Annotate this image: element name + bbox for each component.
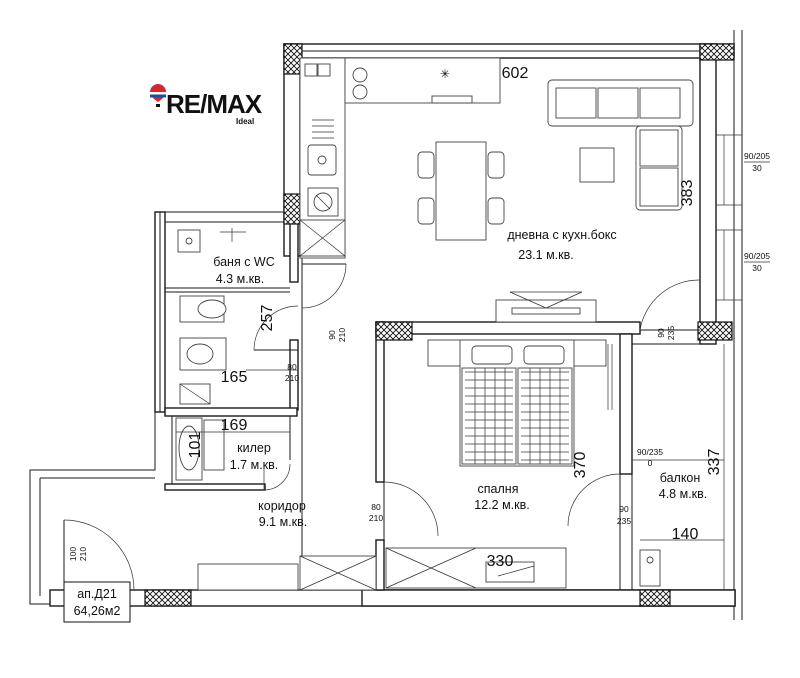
- dim-101: 101: [187, 432, 204, 459]
- kitchen-counter: ✳: [299, 57, 501, 259]
- balc-window-top: 90/235: [637, 447, 663, 457]
- corridor-area: 9.1 м.кв.: [259, 515, 308, 529]
- closet-area: 1.7 м.кв.: [230, 458, 279, 472]
- dim-257: 257: [259, 305, 276, 332]
- bath-door-top: 80: [287, 362, 297, 372]
- dim-140: 140: [672, 526, 699, 543]
- columns: [144, 43, 735, 607]
- entry-door-top: 100: [68, 547, 78, 561]
- closet-fixtures: [175, 417, 291, 491]
- apartment-area: 64,26м2: [74, 604, 121, 618]
- bed-door-top: 80: [371, 502, 381, 512]
- sofa: [547, 79, 694, 211]
- win1-top: 90/205: [744, 151, 770, 161]
- balcony-fixture: [639, 549, 661, 587]
- bath-name: баня с WC: [213, 255, 275, 269]
- dim-602: 602: [502, 65, 529, 82]
- win2-top: 90/205: [744, 251, 770, 261]
- logo-subtext: Ideal: [236, 117, 254, 126]
- bathroom-fixtures: [177, 228, 246, 405]
- entry-door-bot: 210: [78, 547, 88, 561]
- svg-text:✳: ✳: [440, 67, 450, 81]
- dimension-labels: 602 383 257 165 169 101 370 337 140 330: [187, 65, 723, 570]
- door-window-labels: 90/205 30 90/205 30 90 210 90 235 80 210…: [68, 151, 770, 561]
- room-labels: дневна с кухн.бокс 23.1 м.кв. баня с WC …: [213, 228, 707, 529]
- balc-door-top: 90: [619, 504, 629, 514]
- doors: [63, 263, 701, 591]
- dim-165: 165: [221, 369, 248, 386]
- living-area: 23.1 м.кв.: [518, 248, 573, 262]
- dimension-lines: [176, 369, 724, 541]
- bedroom-name: спалня: [478, 482, 519, 496]
- corridor-name: коридор: [258, 499, 306, 513]
- dim-383: 383: [679, 180, 696, 207]
- apartment-id-box: ап.Д21 64,26м2: [63, 581, 131, 623]
- tv-unit: [495, 291, 597, 323]
- bed-door-bot: 210: [369, 513, 383, 523]
- bedroom-area: 12.2 м.кв.: [474, 498, 529, 512]
- win2-bot: 30: [752, 263, 762, 273]
- balc-window-bot: 0: [648, 458, 653, 468]
- remax-logo: RE/MAX Ideal: [150, 84, 264, 126]
- dim-169: 169: [221, 417, 248, 434]
- win1-bot: 30: [752, 163, 762, 173]
- dining-table: [417, 141, 505, 241]
- bed: [427, 339, 607, 467]
- wardrobe: [385, 547, 567, 589]
- bath-area: 4.3 м.кв.: [216, 272, 265, 286]
- balloon-icon: [150, 84, 166, 107]
- dim-370: 370: [572, 452, 589, 479]
- logo-text: RE/MAX: [166, 89, 263, 119]
- dim-337: 337: [706, 449, 723, 476]
- corridor-cabinet: [197, 555, 377, 591]
- living-name: дневна с кухн.бокс: [507, 228, 616, 242]
- apartment-id: ап.Д21: [77, 587, 117, 601]
- bath-door-bot: 210: [285, 373, 299, 383]
- dim-330: 330: [487, 553, 514, 570]
- living-door-top: 90: [656, 328, 666, 338]
- living-door-bot: 235: [666, 326, 676, 340]
- balcony-name: балкон: [660, 471, 701, 485]
- corr-door-bot: 210: [337, 328, 347, 342]
- balc-door-bot: 235: [617, 516, 631, 526]
- closet-name: килер: [237, 441, 271, 455]
- balcony-area: 4.8 м.кв.: [659, 487, 708, 501]
- corr-door-top: 90: [327, 330, 337, 340]
